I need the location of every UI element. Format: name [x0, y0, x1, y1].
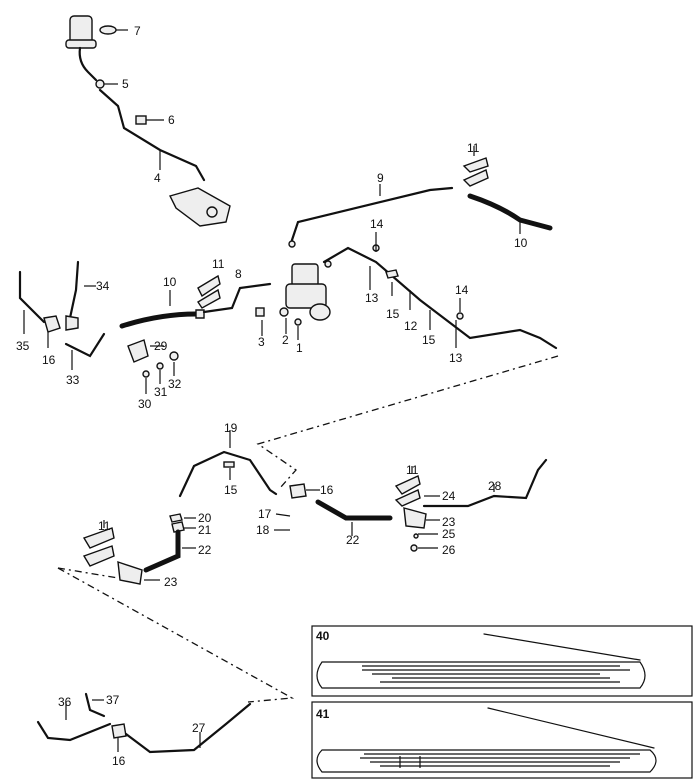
callout-8: 8 — [235, 267, 242, 281]
callout-11-mid-right: 11 — [406, 463, 419, 477]
rear-axle-lines — [82, 430, 548, 585]
callout-11-top-right: 11 — [467, 141, 480, 155]
callout-18: 18 — [256, 523, 270, 537]
inset-label-40: 40 — [316, 629, 330, 643]
inset-40 — [311, 625, 693, 697]
callout-10-left: 10 — [163, 275, 177, 289]
callout-4: 4 — [154, 171, 161, 185]
callout-22-left: 22 — [198, 543, 212, 557]
callout-6: 6 — [168, 113, 175, 127]
callout-29: 29 — [154, 339, 168, 353]
callout-10-right: 10 — [514, 236, 528, 250]
callout-16-front: 16 — [42, 353, 56, 367]
callout-15-rear: 15 — [224, 483, 238, 497]
callout-16-rear: 16 — [320, 483, 334, 497]
reservoir-assembly — [65, 15, 231, 227]
callout-11-mid-left: 11 — [212, 257, 225, 271]
callout-25: 25 — [442, 527, 456, 541]
callout-12: 12 — [404, 319, 418, 333]
callout-1: 1 — [296, 341, 303, 355]
rear-pipes-group — [322, 232, 558, 350]
callout-22-right: 22 — [346, 533, 360, 547]
callout-23-left: 23 — [164, 575, 178, 589]
callout-14-right: 14 — [455, 283, 469, 297]
callout-30: 30 — [138, 397, 152, 411]
inset-41 — [311, 701, 693, 779]
callout-36: 36 — [58, 695, 72, 709]
callout-23-right: 23 — [442, 515, 456, 529]
callout-28: 28 — [488, 479, 502, 493]
front-left-lines — [18, 260, 272, 394]
callout-7: 7 — [134, 24, 141, 38]
callout-17: 17 — [258, 507, 272, 521]
master-cylinder — [255, 260, 332, 340]
callout-27: 27 — [192, 721, 206, 735]
callout-32: 32 — [168, 377, 182, 391]
callout-16-bottom: 16 — [112, 754, 126, 768]
callout-13-upper: 13 — [365, 291, 379, 305]
rear-lower-lines — [36, 692, 252, 754]
callout-13-lower: 13 — [449, 351, 463, 365]
callout-24: 24 — [442, 489, 456, 503]
callout-26: 26 — [442, 543, 456, 557]
callout-21: 21 — [198, 523, 212, 537]
callout-14-left: 14 — [370, 217, 384, 231]
callout-20: 20 — [198, 511, 212, 525]
pipe-9-group — [288, 146, 553, 248]
callout-15-right: 15 — [422, 333, 436, 347]
callout-37: 37 — [106, 693, 120, 707]
callout-9: 9 — [377, 171, 384, 185]
callout-31: 31 — [154, 385, 168, 399]
callout-33: 33 — [66, 373, 80, 387]
callout-labels: 1 2 3 4 5 6 7 8 9 10 10 11 11 11 11 12 1… — [16, 24, 528, 768]
inset-label-41: 41 — [316, 707, 330, 721]
callout-35: 35 — [16, 339, 30, 353]
callout-34: 34 — [96, 279, 110, 293]
callout-2: 2 — [282, 333, 289, 347]
callout-15-left: 15 — [386, 307, 400, 321]
callout-5: 5 — [122, 77, 129, 91]
callout-11-lower-left: 11 — [98, 519, 111, 533]
callout-3: 3 — [258, 335, 265, 349]
callout-19: 19 — [224, 421, 238, 435]
